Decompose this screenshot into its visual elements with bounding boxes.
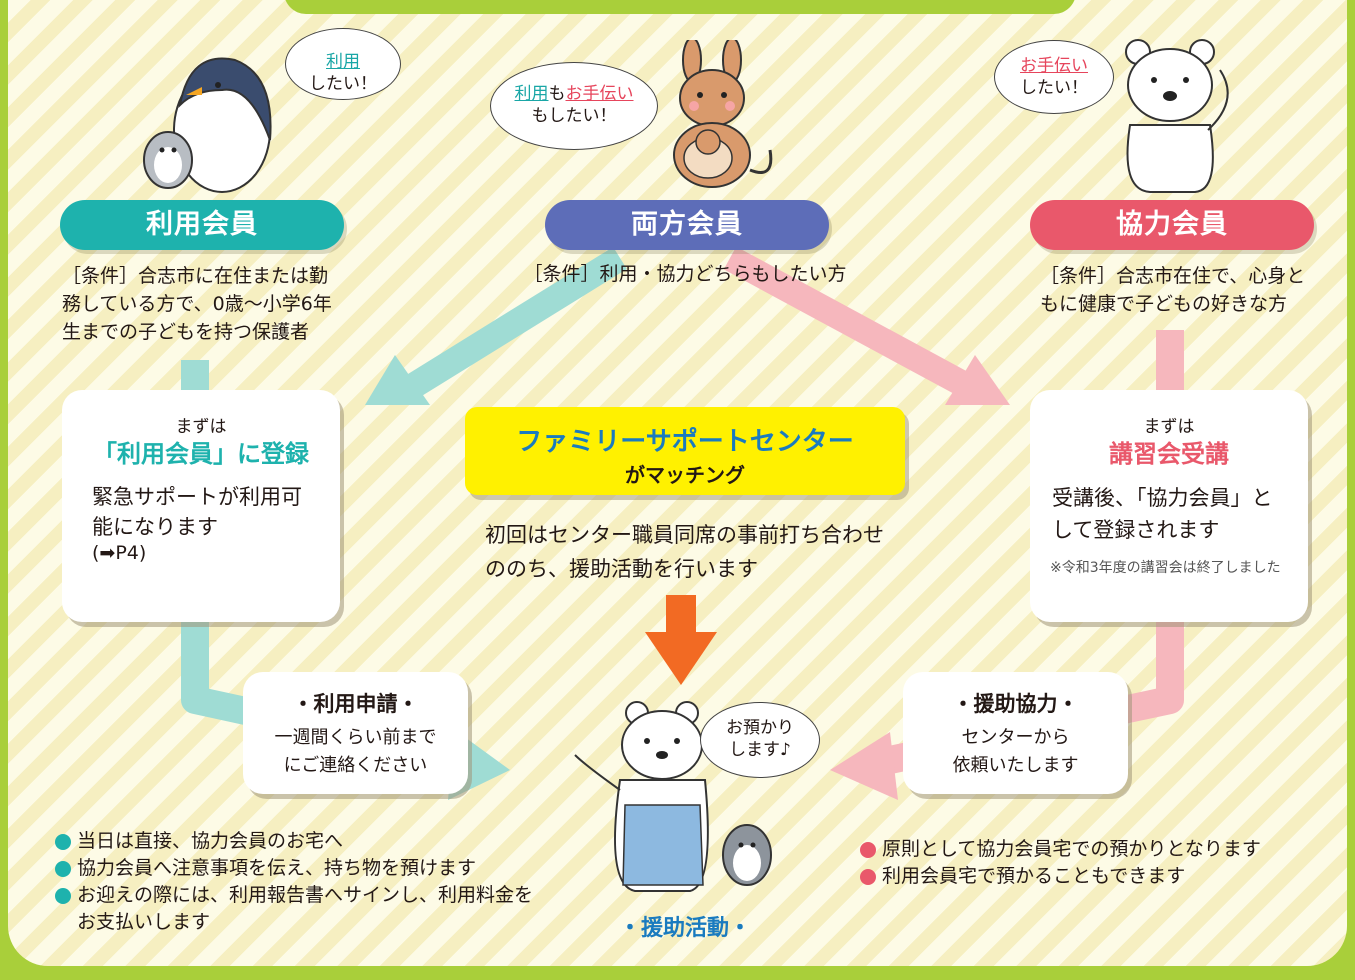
right-note-item: 利用会員宅で預かることもできます: [860, 863, 1330, 890]
register-lead: まずは: [175, 417, 227, 437]
pink-diagonal-arrowhead: [945, 355, 1010, 405]
left-notes: 当日は直接、協力会員のお宅へ 協力会員へ注意事項を伝え、持ち物を預けます お迎え…: [55, 828, 545, 936]
training-body: 受講後、「協力会員」として登録されます: [1052, 486, 1273, 542]
matching-description: 初回はセンター職員同席の事前打ち合わせののち、援助活動を行います: [485, 523, 884, 581]
both-condition: ［条件］利用・協力どちらもしたい方: [523, 263, 847, 285]
teal-bullet-icon: [55, 888, 71, 904]
teal-diagonal-arrowhead: [365, 355, 430, 405]
training-card: まずは 講習会受講 受講後、「協力会員」として登録されます ※令和3年度の講習会…: [1030, 390, 1308, 622]
apply-title: ・利用申請・: [292, 692, 419, 716]
pink-bullet-icon: [860, 842, 876, 858]
helper-member-pill: 協力会員: [1030, 200, 1314, 250]
training-title: 講習会受講: [1109, 440, 1229, 468]
user-condition: ［条件］合志市に在住または勤務している方で、0歳〜小学6年生までの子どもを持つ保…: [62, 265, 332, 343]
helper-condition: ［条件］合志市在住で、心身ともに健康で子どもの好きな方: [1040, 265, 1306, 315]
assist-line2: 依頼いたします: [952, 755, 1079, 776]
pink-bullet-icon: [860, 869, 876, 885]
register-user-card: まずは 「利用会員」に登録 緊急サポートが利用可能になります (➡P4): [62, 390, 340, 622]
down-arrow-shaft: [666, 595, 696, 635]
speech-bear-em: お手伝い: [1020, 56, 1088, 76]
speech-penguin-rest: したい！: [309, 74, 377, 94]
right-note-text: 利用会員宅で預かることもできます: [882, 865, 1186, 887]
right-notes: 原則として協力会員宅での預かりとなります 利用会員宅で預かることもできます: [860, 836, 1330, 890]
left-note-item: 協力会員へ注意事項を伝え、持ち物を預けます: [55, 855, 545, 882]
speech-penguin-em: 利用: [326, 52, 360, 72]
left-note-item: お迎えの際には、利用報告書へサインし、利用料金をお支払いします: [55, 882, 545, 936]
speech-bubble-bear: お手伝い したい！: [994, 40, 1114, 114]
training-note: ※令和3年度の講習会は終了しました: [1050, 560, 1281, 576]
pink-flow-arrowhead: [830, 732, 898, 800]
left-note-text: 当日は直接、協力会員のお宅へ: [77, 830, 344, 852]
speech-kangaroo-rest: もしたい！: [531, 106, 617, 126]
activity-label: ・援助活動・: [618, 916, 751, 941]
register-body: 緊急サポートが利用可能になります: [92, 485, 302, 539]
bear-with-penguin-illustration: [574, 701, 772, 892]
speech-center-line2: します♪: [729, 740, 791, 760]
pink-diagonal-line: [723, 246, 972, 397]
teal-bullet-icon: [55, 834, 71, 850]
both-member-pill: 両方会員: [545, 200, 829, 250]
left-note-text: お迎えの際には、利用報告書へサインし、利用料金をお支払いします: [77, 884, 534, 933]
register-ref: (➡P4): [92, 542, 147, 564]
apply-card: ・利用申請・ 一週間くらい前まで にご連絡ください: [243, 672, 468, 794]
left-note-item: 当日は直接、協力会員のお宅へ: [55, 828, 545, 855]
left-note-text: 協力会員へ注意事項を伝え、持ち物を預けます: [77, 857, 477, 879]
training-lead: まずは: [1143, 417, 1195, 437]
right-note-item: 原則として協力会員宅での預かりとなります: [860, 836, 1330, 863]
assist-title: ・援助協力・: [952, 692, 1079, 716]
user-member-pill: 利用会員: [60, 200, 344, 250]
speech-bubble-penguin: 利用 したい！: [285, 28, 401, 100]
apply-line2: にご連絡ください: [283, 755, 428, 776]
speech-kangaroo-em1: 利用: [514, 84, 549, 104]
matching-title: ファミリーサポートセンター: [516, 427, 854, 457]
matching-subtitle: がマッチング: [625, 463, 745, 487]
polar-bear-illustration: [1125, 39, 1229, 193]
apply-line1: 一週間くらい前まで: [274, 727, 437, 748]
teal-diagonal-line: [403, 246, 627, 400]
penguin-illustration: [143, 57, 272, 193]
register-title: 「利用会員」に登録: [93, 440, 309, 468]
speech-bubble-center-bear: お預かり します♪: [700, 702, 820, 778]
teal-bullet-icon: [55, 861, 71, 877]
assist-line1: センターから: [961, 727, 1070, 748]
speech-center-line1: お預かり: [726, 718, 794, 738]
speech-kangaroo-em2: お手伝い: [565, 84, 634, 104]
down-arrow-icon: [645, 632, 717, 685]
right-note-text: 原則として協力会員宅での預かりとなります: [882, 838, 1261, 860]
speech-bubble-kangaroo: 利用もお手伝い もしたい！: [490, 62, 658, 150]
speech-kangaroo-mid: も: [548, 84, 566, 104]
top-tab: [284, 0, 1076, 14]
matching-box: ファミリーサポートセンター がマッチング: [465, 407, 905, 495]
kangaroo-illustration: [673, 40, 773, 188]
speech-bear-rest: したい！: [1020, 78, 1088, 98]
assist-card: ・援助協力・ センターから 依頼いたします: [903, 672, 1128, 794]
